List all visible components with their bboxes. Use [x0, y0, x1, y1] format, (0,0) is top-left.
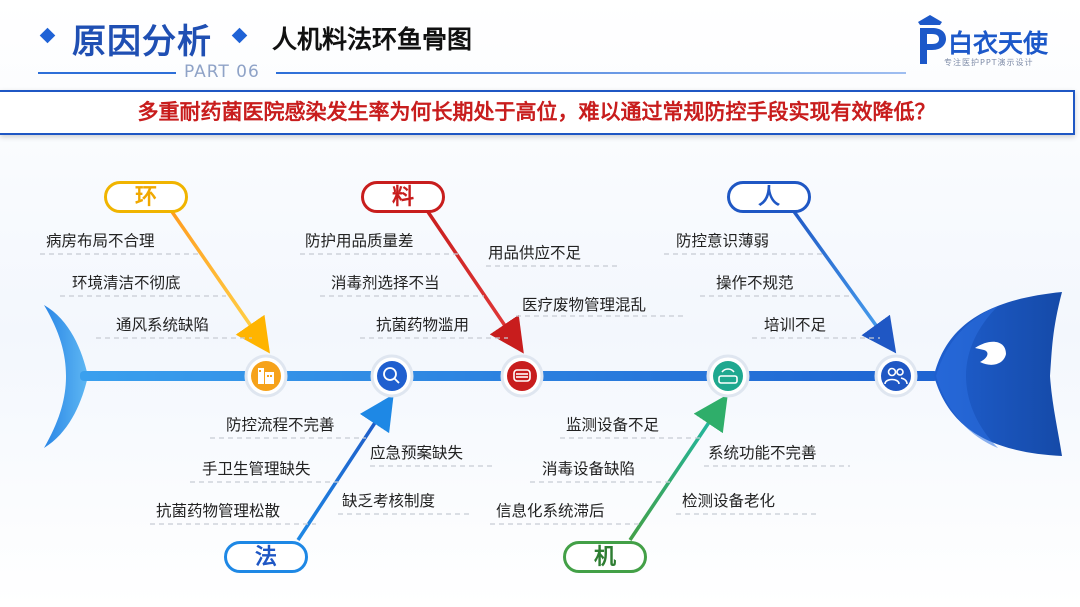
cause-material-2: 用品供应不足 [488, 241, 581, 263]
people-node [876, 356, 916, 396]
cause-people-2: 操作不规范 [716, 271, 794, 293]
cause-method-1: 防控流程不完善 [226, 413, 335, 435]
category-method-label: 法 [224, 541, 308, 573]
cause-method-3: 手卫生管理缺失 [202, 457, 311, 479]
cause-material-4: 医疗废物管理混乱 [522, 293, 646, 315]
category-material-label: 料 [361, 181, 445, 213]
category-env-label: 环 [104, 181, 188, 213]
category-people-label: 人 [727, 181, 811, 213]
category-machine-label: 机 [563, 541, 647, 573]
cause-people-1: 防控意识薄弱 [676, 229, 769, 251]
cause-method-4: 缺乏考核制度 [342, 489, 435, 511]
cause-machine-4: 检测设备老化 [682, 489, 775, 511]
method-node [372, 356, 412, 396]
machine-node [708, 356, 748, 396]
cause-env-1: 病房布局不合理 [46, 229, 155, 251]
cause-env-3: 通风系统缺陷 [116, 313, 209, 335]
env-node [246, 356, 286, 396]
cause-machine-1: 监测设备不足 [566, 413, 659, 435]
cause-machine-3: 消毒设备缺陷 [542, 457, 635, 479]
cause-env-2: 环境清洁不彻底 [72, 271, 181, 293]
material-node [502, 356, 542, 396]
cause-material-5: 抗菌药物滥用 [376, 313, 469, 335]
cause-machine-2: 系统功能不完善 [708, 441, 817, 463]
cause-method-2: 应急预案缺失 [370, 441, 463, 463]
cause-method-5: 抗菌药物管理松散 [156, 499, 280, 521]
cause-material-3: 消毒剂选择不当 [331, 271, 440, 293]
cause-people-3: 培训不足 [764, 313, 826, 335]
cause-material-1: 防护用品质量差 [305, 229, 414, 251]
cause-machine-5: 信息化系统滞后 [496, 499, 605, 521]
